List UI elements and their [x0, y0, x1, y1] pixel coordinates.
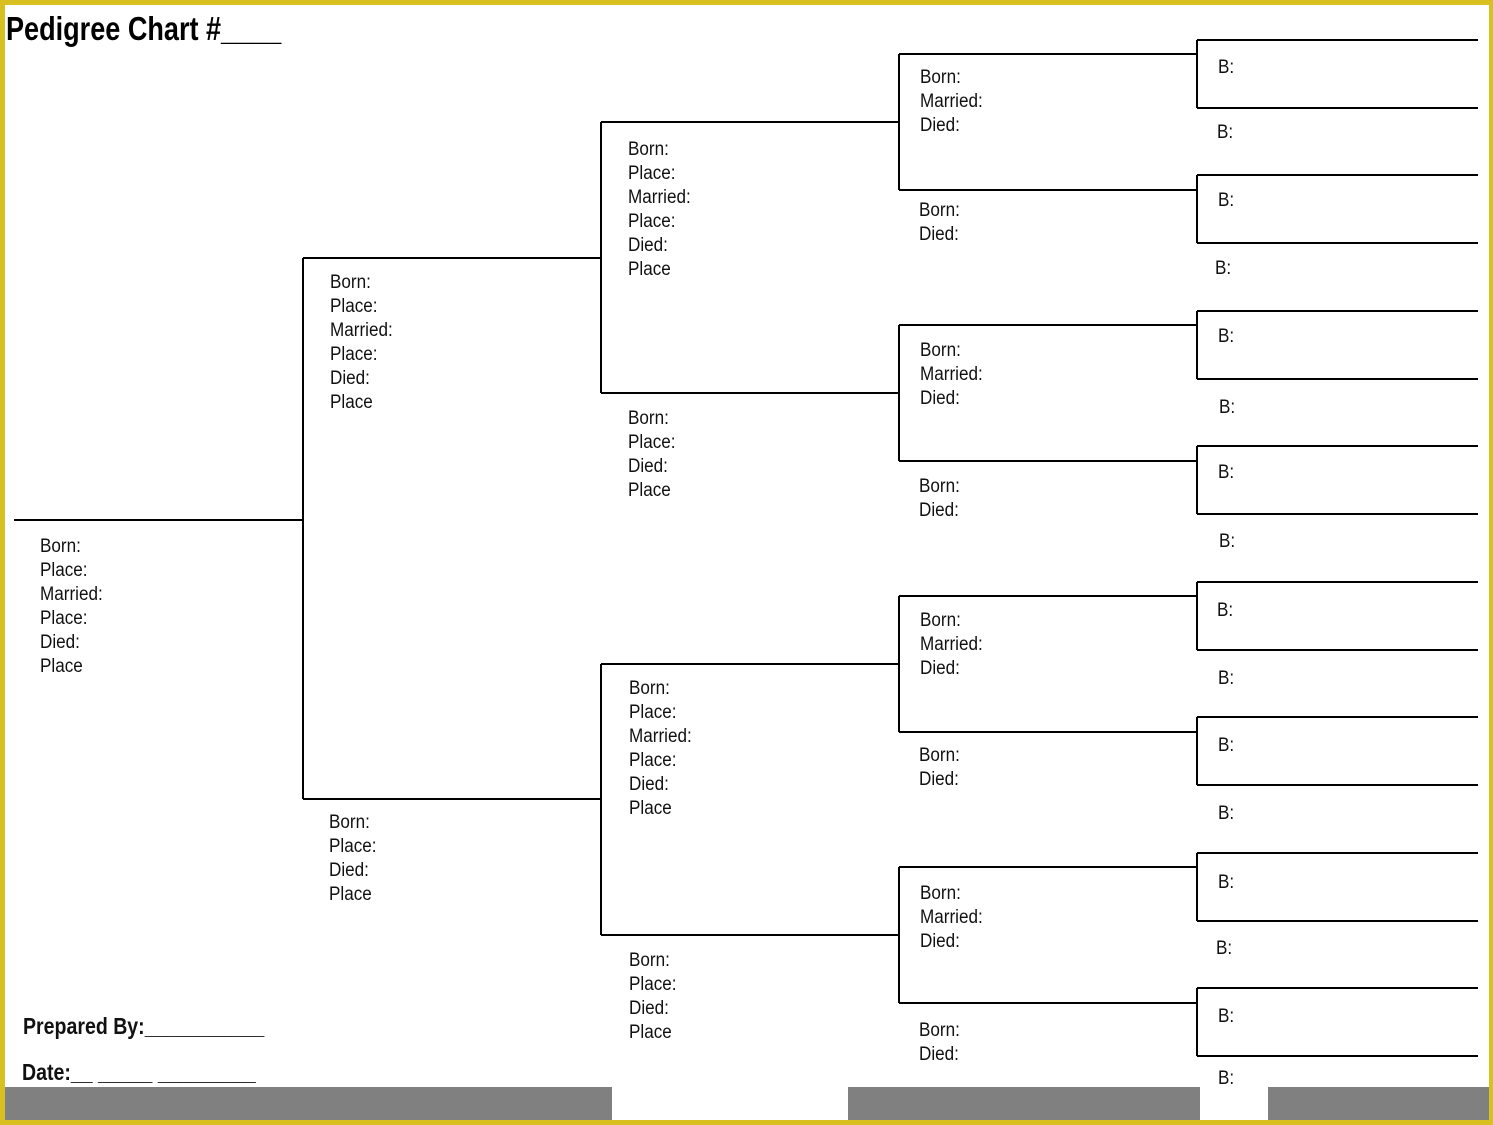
field-label: Born:: [920, 883, 961, 904]
field-label: Born:: [330, 272, 371, 293]
field-label: Married:: [920, 91, 983, 112]
field-label: Place: [629, 1022, 672, 1043]
field-label: Born:: [329, 812, 370, 833]
field-label: Married:: [920, 364, 983, 385]
gen4-details: Born: Married: Died:: [920, 609, 983, 681]
field-label: Died:: [920, 658, 960, 679]
gen4-details: Born: Died:: [919, 744, 960, 792]
field-label: Place: [330, 392, 373, 413]
gen5-birth-label: B:: [1218, 1006, 1235, 1027]
gen5-birth-label: B:: [1218, 462, 1235, 483]
gen3-details: Born: Place: Married: Place: Died: Place: [628, 138, 691, 282]
field-label: Died:: [330, 368, 370, 389]
field-label: Place:: [40, 608, 88, 629]
field-label: Place: [629, 798, 672, 819]
field-label: Place:: [629, 750, 677, 771]
field-label: Died:: [919, 769, 959, 790]
field-label: Died:: [920, 931, 960, 952]
gen5-birth-label: B:: [1218, 735, 1235, 756]
field-label: Place:: [629, 974, 677, 995]
gen3-details: Born: Place: Died: Place: [629, 949, 677, 1045]
field-label: Died:: [920, 388, 960, 409]
field-label: Born:: [919, 1020, 960, 1041]
gen4-details: Born: Married: Died:: [920, 339, 983, 411]
field-label: Died:: [629, 998, 669, 1019]
field-label: Place:: [330, 344, 378, 365]
gen5-birth-label: B:: [1218, 326, 1235, 347]
field-label: Died:: [919, 500, 959, 521]
gen5-birth-label: B:: [1217, 122, 1234, 143]
field-label: Born:: [629, 950, 670, 971]
gen5-birth-label: B:: [1218, 668, 1235, 689]
field-label: Married:: [920, 634, 983, 655]
field-label: Born:: [40, 536, 81, 557]
field-label: Place:: [629, 702, 677, 723]
field-label: Place:: [628, 163, 676, 184]
field-label: Died:: [919, 224, 959, 245]
gen5-birth-label: B:: [1219, 531, 1236, 552]
field-label: Place:: [329, 836, 377, 857]
field-label: Married:: [330, 320, 393, 341]
gen5-birth-label: B:: [1218, 803, 1235, 824]
gen1-details: Born: Place: Married: Place: Died: Place: [40, 535, 103, 679]
gen5-birth-label: B:: [1218, 57, 1235, 78]
field-label: Married:: [40, 584, 103, 605]
field-label: Died:: [629, 774, 669, 795]
field-label: Married:: [629, 726, 692, 747]
field-label: Place: [40, 656, 83, 677]
field-label: Place: [628, 259, 671, 280]
field-label: Born:: [919, 200, 960, 221]
gen2-mother-details: Born: Place: Died: Place: [329, 811, 377, 907]
gen5-birth-label: B:: [1217, 600, 1234, 621]
date-field[interactable]: Date:__ _____ _________: [22, 1059, 256, 1085]
page-title: Pedigree Chart #____: [6, 10, 282, 47]
gen5-birth-label: B:: [1219, 397, 1236, 418]
field-label: Born:: [629, 678, 670, 699]
field-label: Married:: [628, 187, 691, 208]
field-label: Died:: [329, 860, 369, 881]
gen5-birth-label: B:: [1215, 258, 1232, 279]
field-label: Born:: [919, 745, 960, 766]
gen5-birth-label: B:: [1216, 938, 1233, 959]
gen3-details: Born: Place: Died: Place: [628, 407, 676, 503]
field-label: Died:: [920, 115, 960, 136]
gen5-birth-label: B:: [1218, 1068, 1235, 1089]
field-label: Born:: [920, 67, 961, 88]
field-label: Born:: [920, 340, 961, 361]
field-label: Place:: [330, 296, 378, 317]
field-label: Died:: [628, 235, 668, 256]
field-label: Place: [628, 480, 671, 501]
bottom-bar-left: [5, 1087, 612, 1121]
gen2-father-details: Born: Place: Married: Place: Died: Place: [330, 271, 393, 415]
field-label: Married:: [920, 907, 983, 928]
bottom-bar-mid: [848, 1087, 1200, 1121]
field-label: Born:: [628, 408, 669, 429]
field-label: Born:: [628, 139, 669, 160]
field-label: Died:: [40, 632, 80, 653]
field-label: Place:: [40, 560, 88, 581]
gen4-details: Born: Married: Died:: [920, 882, 983, 954]
field-label: Died:: [628, 456, 668, 477]
gen5-birth-label: B:: [1218, 190, 1235, 211]
gen4-details: Born: Died:: [919, 1019, 960, 1067]
field-label: Place: [329, 884, 372, 905]
gen4-details: Born: Married: Died:: [920, 66, 983, 138]
gen4-details: Born: Died:: [919, 475, 960, 523]
field-label: Died:: [919, 1044, 959, 1065]
prepared-by-field[interactable]: Prepared By:___________: [23, 1013, 265, 1039]
field-label: Born:: [919, 476, 960, 497]
gen4-details: Born: Died:: [919, 199, 960, 247]
gen5-birth-label: B:: [1218, 872, 1235, 893]
gen3-details: Born: Place: Married: Place: Died: Place: [629, 677, 692, 821]
field-label: Place:: [628, 211, 676, 232]
field-label: Place:: [628, 432, 676, 453]
bottom-bar-right: [1268, 1087, 1489, 1121]
field-label: Born:: [920, 610, 961, 631]
